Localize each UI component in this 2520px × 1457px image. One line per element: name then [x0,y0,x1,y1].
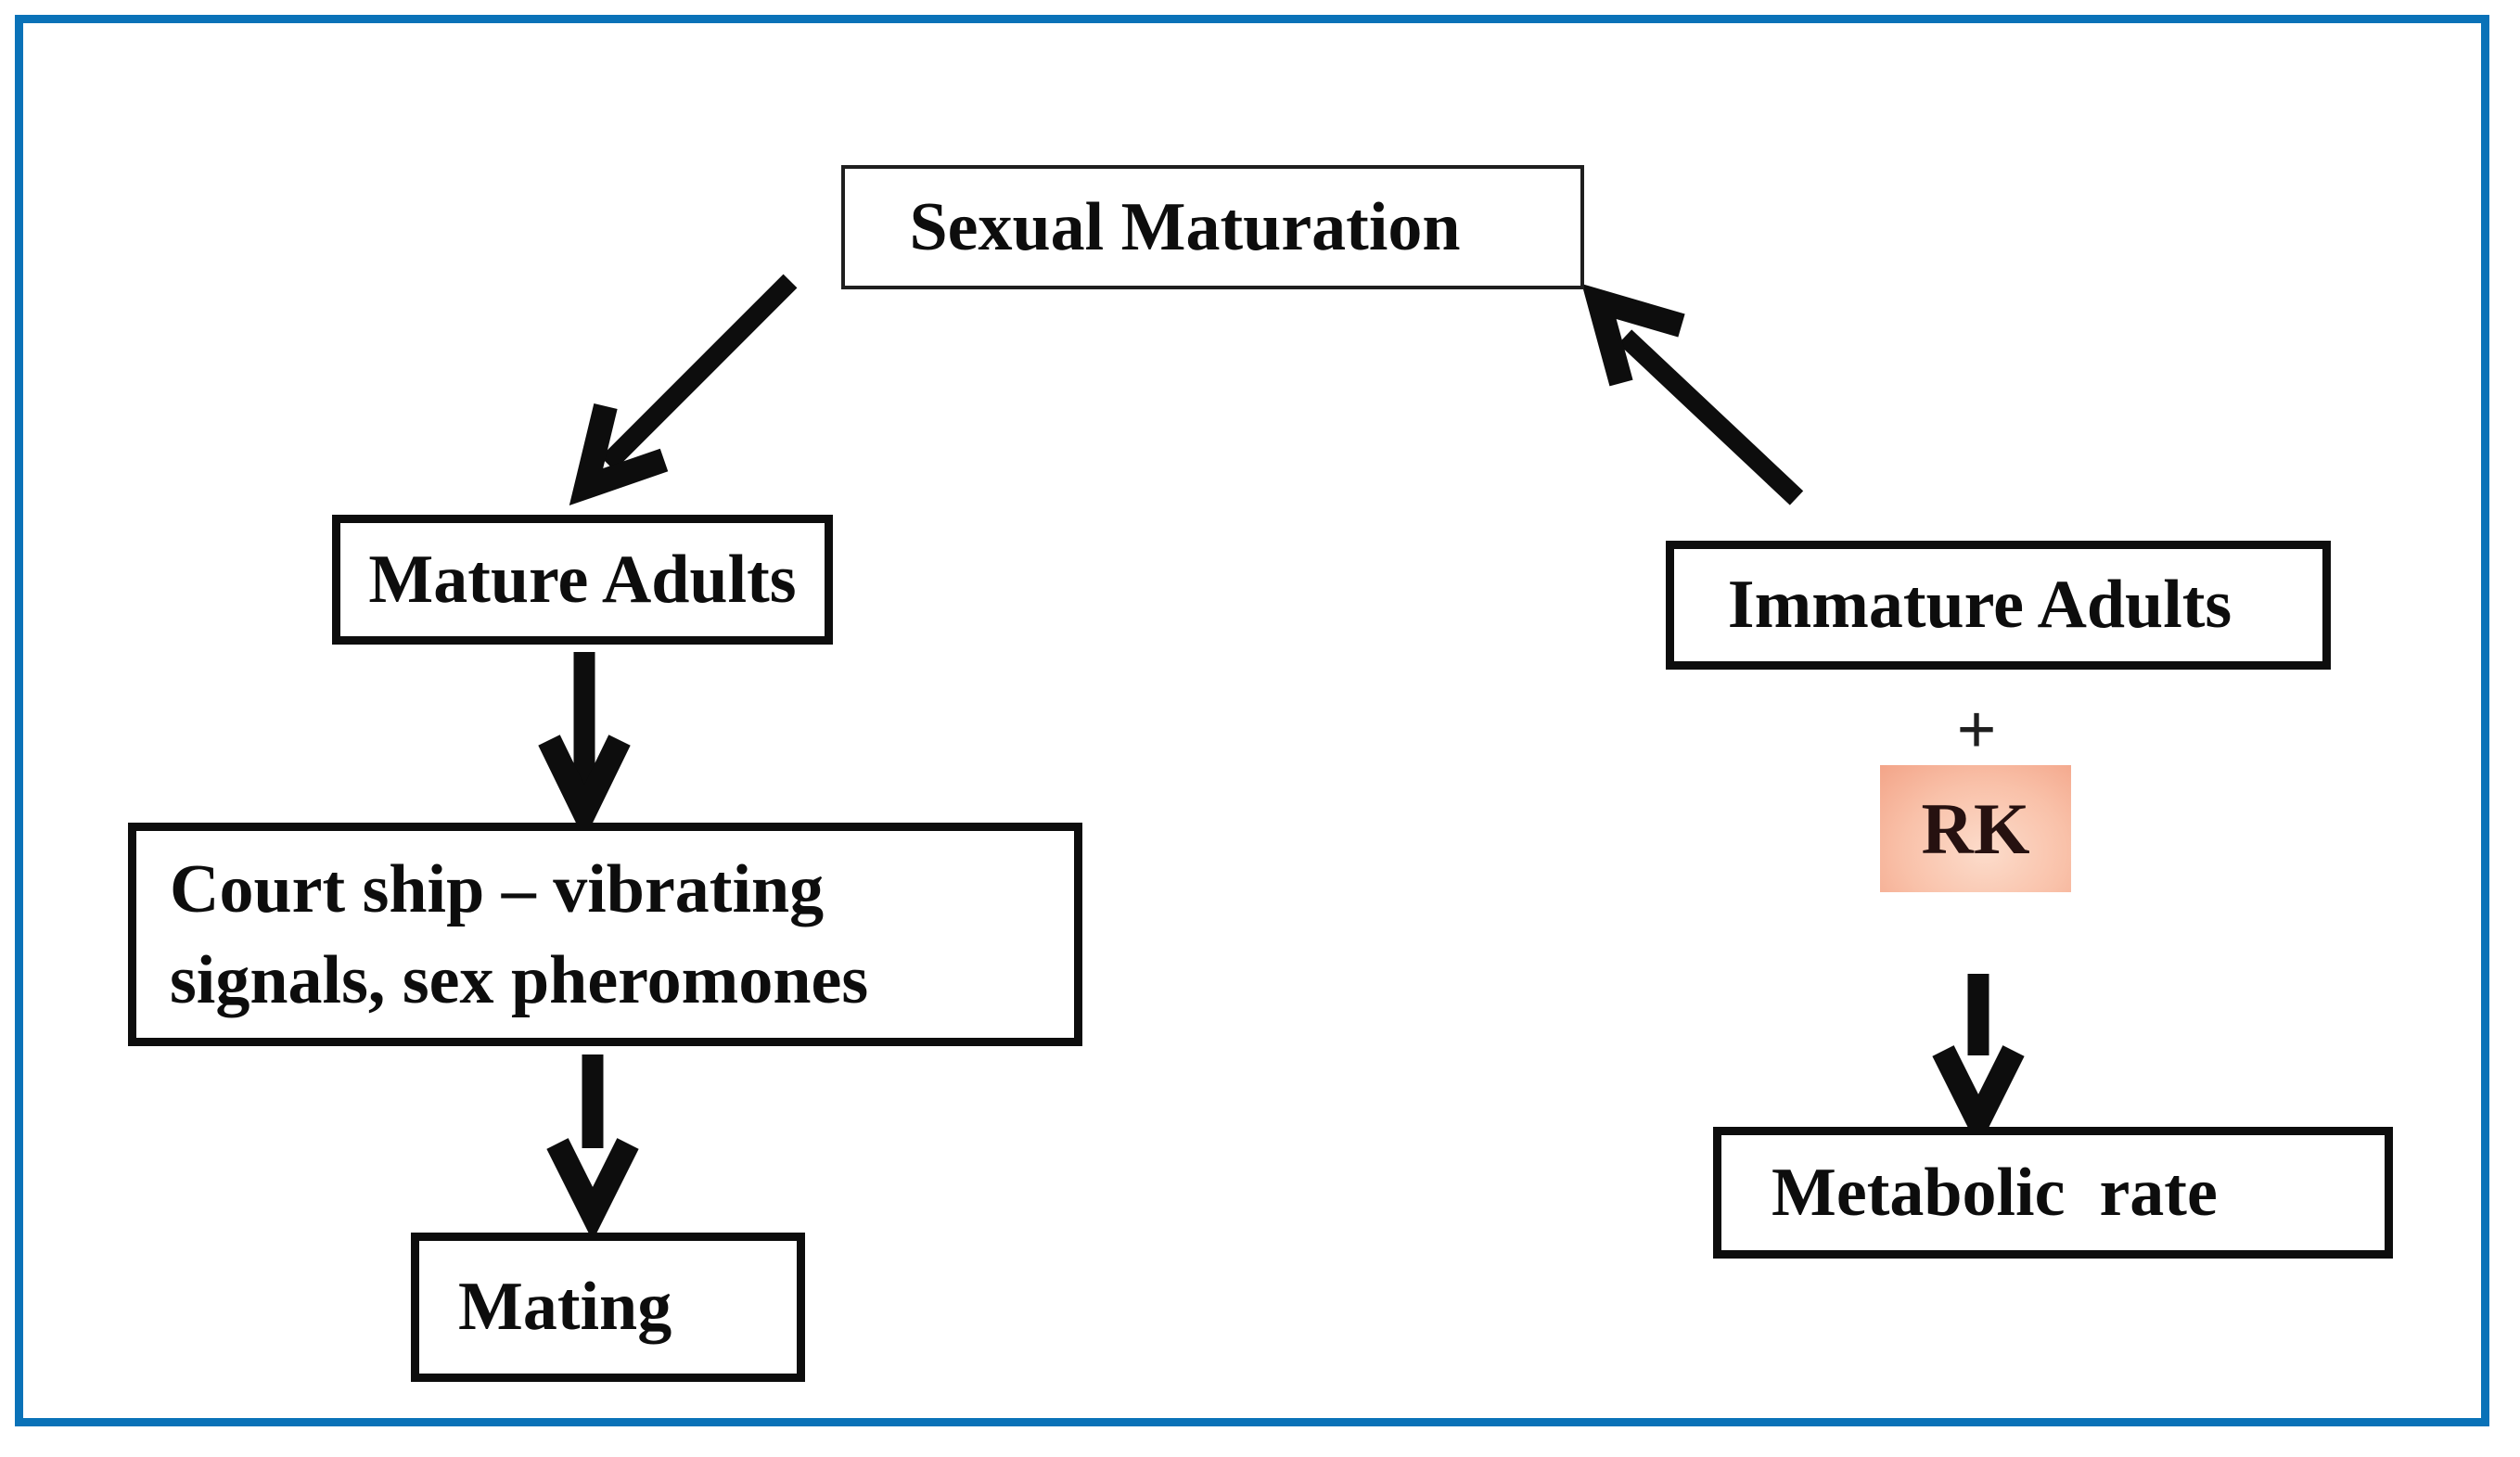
arrow-mature-to-courtship [538,652,631,840]
node-courtship-label: Court ship – vibrating signals, sex pher… [170,850,869,1018]
node-immature-adults-label: Immature Adults [1727,567,2232,644]
node-metabolic-rate-label: Metabolic rate [1772,1154,2218,1231]
node-rk-label: RK [1921,787,2030,869]
node-sexual-maturation-label: Sexual Maturation [909,188,1461,265]
node-sexual-maturation: Sexual Maturation [841,165,1584,289]
arrow-courtship-to-mating [546,1054,639,1242]
arrow-rk-to-metabolic [1932,974,2025,1149]
node-metabolic-rate: Metabolic rate [1713,1127,2393,1259]
arrow-immature-to-sexual [1581,284,1804,505]
arrow-sexual-to-mature [569,274,798,506]
outer-blue-frame [15,15,2489,1426]
node-mature-adults: Mature Adults [332,515,833,645]
node-mating-label: Mating [458,1269,672,1346]
node-mature-adults-label: Mature Adults [368,541,797,618]
node-mating: Mating [411,1233,805,1382]
node-courtship: Court ship – vibrating signals, sex pher… [128,823,1082,1046]
plus-sign-label: + [1956,691,1997,769]
plus-sign: + [1939,691,2014,769]
node-rk: RK [1880,765,2071,892]
node-immature-adults: Immature Adults [1666,541,2331,670]
